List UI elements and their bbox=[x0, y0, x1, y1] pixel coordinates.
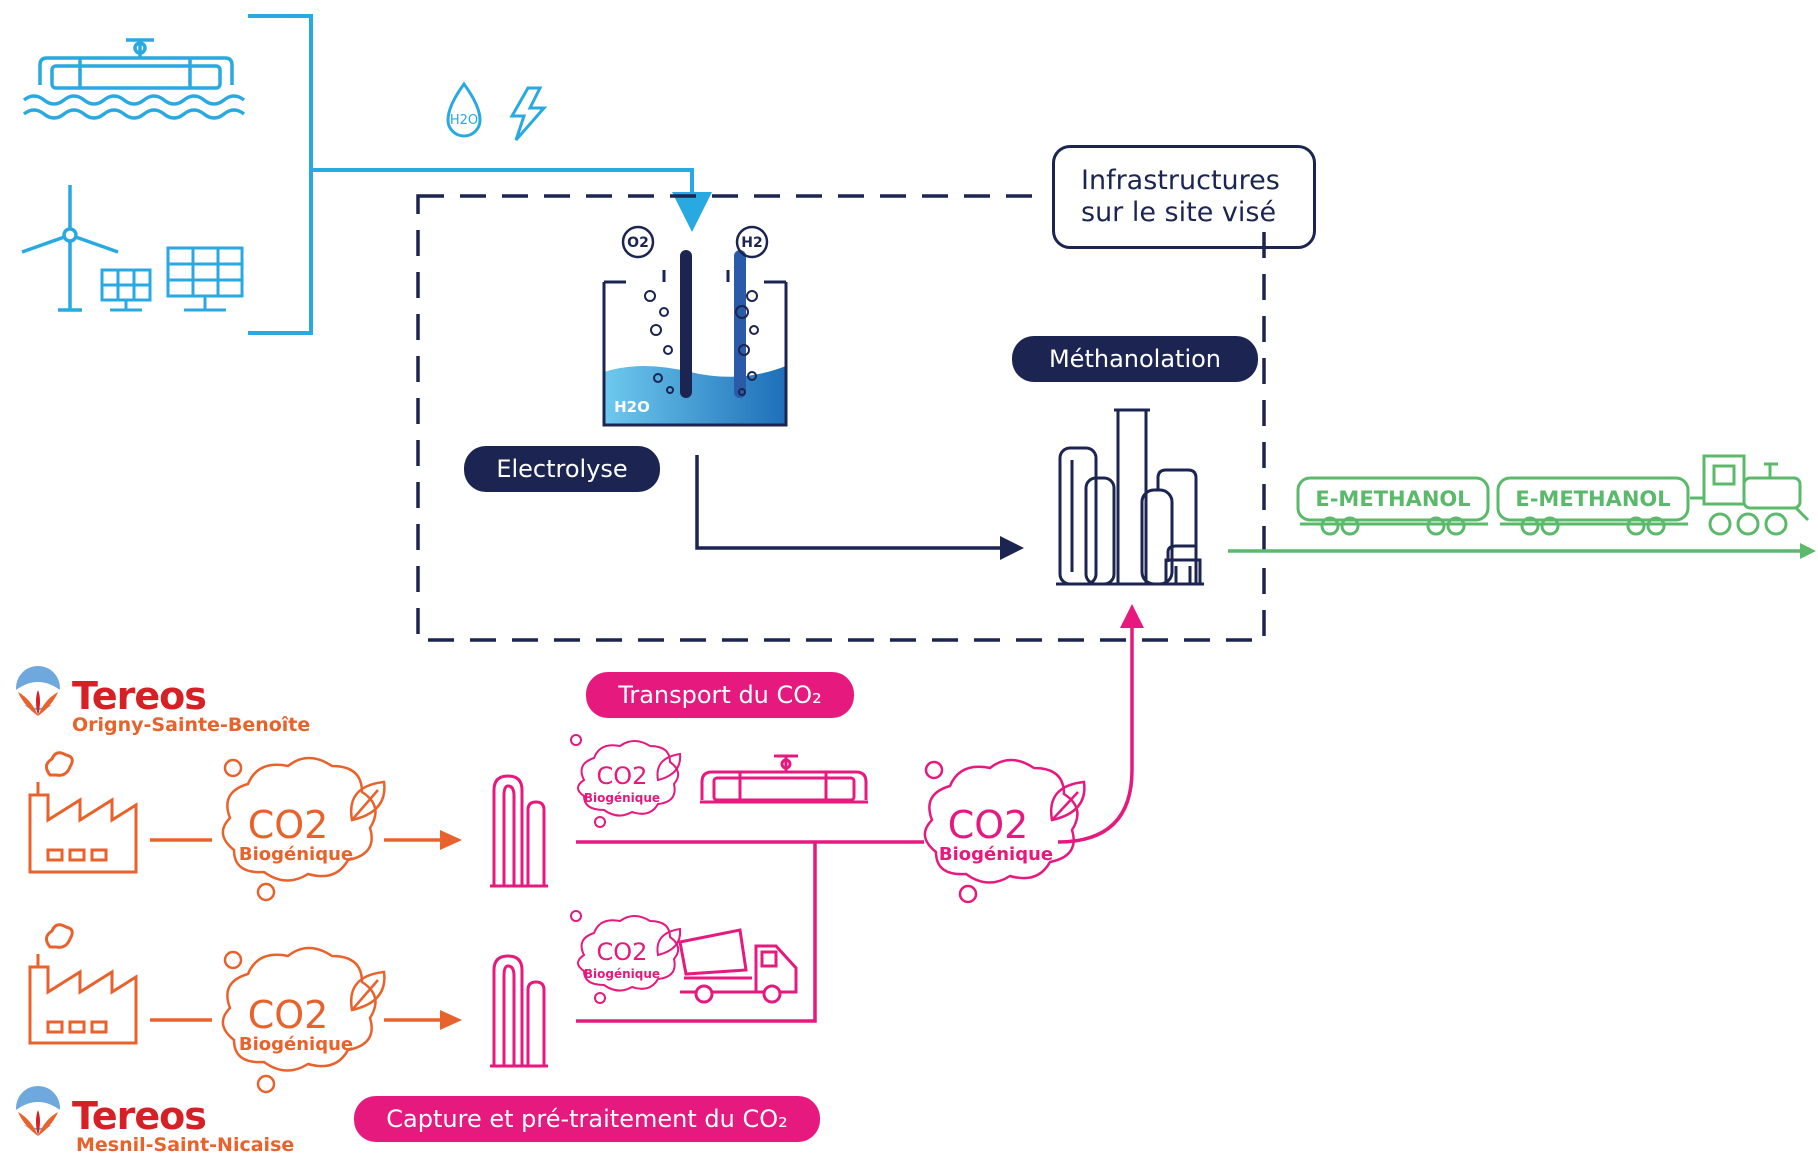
methanolation-label: Méthanolation bbox=[1012, 336, 1258, 382]
site-brand-1: Tereos bbox=[72, 674, 207, 718]
wagon-label-1: E-METHANOL bbox=[1315, 487, 1471, 511]
pink-flow-lines bbox=[576, 626, 1134, 1023]
biogenique-text-pink-small-1: Biogénique bbox=[584, 791, 660, 805]
biogenique-text-pink-small-2: Biogénique bbox=[584, 967, 660, 981]
infrastructure-line2: sur le site visé bbox=[1081, 197, 1277, 228]
water-drop-icon: H2O bbox=[446, 81, 482, 138]
factory-icon-1 bbox=[28, 751, 138, 874]
factory-icon-2 bbox=[28, 923, 138, 1045]
tereos-logo-icon-1 bbox=[16, 666, 60, 716]
co2-cloud-pink-small-1 bbox=[570, 734, 682, 828]
electrolyser-icon: O2 H2 H2O bbox=[602, 225, 788, 427]
water-input-label: H2O bbox=[450, 113, 478, 128]
water-pipeline-icon bbox=[22, 38, 246, 120]
wind-turbine-icon bbox=[21, 185, 119, 312]
capture-column-icon-1 bbox=[490, 774, 548, 888]
hydrogen-flow-arrow bbox=[695, 455, 1024, 560]
co2-text-orange-1: CO2 bbox=[248, 803, 329, 847]
orange-flow-1 bbox=[150, 830, 462, 850]
methanol-plant-icon bbox=[1056, 408, 1204, 586]
energy-input-connector bbox=[248, 14, 712, 335]
site-origny: Tereos Origny-Sainte-Benoîte bbox=[72, 674, 310, 736]
capture-column-icon-2 bbox=[490, 954, 548, 1068]
site-location-2: Mesnil-Saint-Nicaise bbox=[76, 1134, 295, 1156]
site-location-1: Origny-Sainte-Benoîte bbox=[72, 714, 311, 736]
co2-text-pink-small-2: CO2 bbox=[597, 938, 648, 966]
water-label: H2O bbox=[614, 398, 650, 416]
co2-text-pink-small-1: CO2 bbox=[597, 762, 648, 790]
infrastructure-callout: Infrastructures sur le site visé bbox=[1052, 145, 1316, 249]
site-boundary bbox=[416, 194, 1266, 642]
pink-arrow-to-methanolation bbox=[1120, 604, 1144, 628]
biogenique-text-pink-large: Biogénique bbox=[939, 844, 1053, 865]
h2-label: H2 bbox=[741, 235, 762, 251]
transport-co2-label: Transport du CO₂ bbox=[586, 672, 854, 718]
solar-panel-icon bbox=[100, 246, 244, 312]
biogenique-text-orange-1: Biogénique bbox=[239, 844, 353, 865]
biogenique-text-orange-2: Biogénique bbox=[239, 1034, 353, 1055]
co2-cloud-pink-small-2 bbox=[570, 910, 682, 1004]
co2-cloud-orange-1 bbox=[221, 756, 386, 902]
lightning-icon bbox=[509, 86, 548, 141]
co2-cloud-pink-large bbox=[923, 758, 1086, 904]
site-brand-2: Tereos bbox=[72, 1094, 207, 1138]
wagon-label-2: E-METHANOL bbox=[1515, 487, 1671, 511]
co2-text-orange-2: CO2 bbox=[248, 993, 329, 1037]
product-flow bbox=[1228, 543, 1816, 559]
co2-text-pink-large: CO2 bbox=[948, 803, 1029, 847]
infrastructure-line1: Infrastructures bbox=[1081, 165, 1280, 196]
co2-truck-icon bbox=[678, 928, 798, 1004]
orange-flow-2 bbox=[150, 1010, 462, 1030]
co2-cloud-orange-2 bbox=[221, 946, 386, 1094]
train-icon bbox=[1296, 454, 1810, 536]
capture-co2-label: Capture et pré-traitement du CO₂ bbox=[354, 1096, 820, 1142]
tereos-logo-icon-2 bbox=[16, 1086, 60, 1136]
co2-pipeline-icon bbox=[700, 754, 868, 804]
electrolyse-label: Electrolyse bbox=[464, 446, 660, 492]
site-mesnil: Tereos Mesnil-Saint-Nicaise bbox=[72, 1094, 294, 1156]
o2-label: O2 bbox=[627, 235, 649, 251]
